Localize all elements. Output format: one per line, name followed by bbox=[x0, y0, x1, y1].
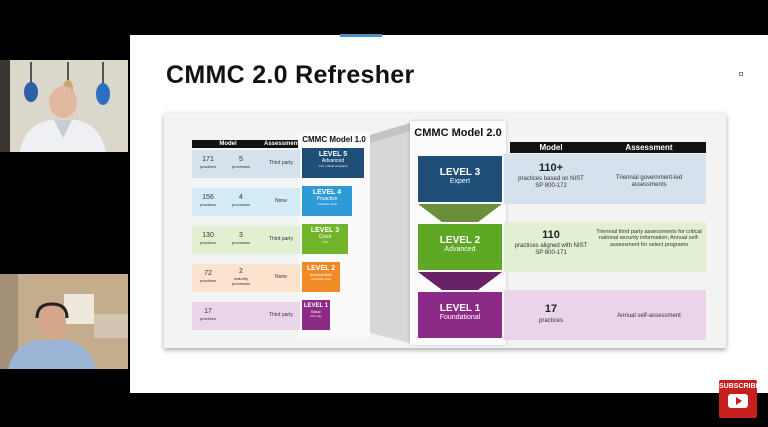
slide-tab-marker bbox=[340, 34, 382, 37]
model2-level3-badge: LEVEL 3 Expert bbox=[418, 156, 502, 202]
model1-level1-badge: LEVEL 1 Basic FCI only bbox=[302, 300, 330, 330]
model2-level2-badge: LEVEL 2 Advanced bbox=[418, 224, 502, 270]
cursor-marker bbox=[739, 72, 743, 76]
model1-level5-badge: LEVEL 5 Advanced CUI, critical programs bbox=[302, 148, 364, 178]
model1-level3-badge: LEVEL 3 Good CUI bbox=[302, 224, 348, 254]
model2-col-model: Model bbox=[510, 142, 592, 153]
model1-level4-badge: LEVEL 4 Proactive Transition level bbox=[302, 186, 352, 216]
presentation-slide: CMMC 2.0 Refresher Model Assessment CMMC… bbox=[130, 35, 768, 393]
slide-title: CMMC 2.0 Refresher bbox=[166, 61, 415, 90]
webcam-participant-1 bbox=[0, 60, 128, 152]
cmmc-comparison-graphic: Model Assessment CMMC Model 1.0 171 prac… bbox=[164, 113, 726, 348]
model1-level2-badge: LEVEL 2 Intermediate Transition level bbox=[302, 262, 340, 292]
model1-header: CMMC Model 1.0 bbox=[298, 135, 370, 144]
play-icon bbox=[728, 394, 748, 408]
model2-level1-badge: LEVEL 1 Foundational bbox=[418, 292, 502, 338]
participant-1-video bbox=[0, 60, 128, 152]
fold-connector bbox=[370, 123, 412, 343]
model2-header: CMMC Model 2.0 bbox=[410, 127, 506, 140]
subscribe-button[interactable]: SUBSCRIBE bbox=[719, 380, 757, 418]
webcam-participant-2 bbox=[0, 274, 128, 369]
model2-step-2-1 bbox=[418, 272, 502, 290]
model2-col-assessment: Assessment bbox=[592, 142, 706, 153]
model1-col-assessment: Assessment bbox=[264, 140, 298, 148]
subscribe-label: SUBSCRIBE bbox=[719, 383, 757, 390]
participant-2-video bbox=[0, 274, 128, 369]
model2-step-3-2 bbox=[418, 204, 502, 222]
model1-col-model: Model bbox=[192, 140, 264, 148]
